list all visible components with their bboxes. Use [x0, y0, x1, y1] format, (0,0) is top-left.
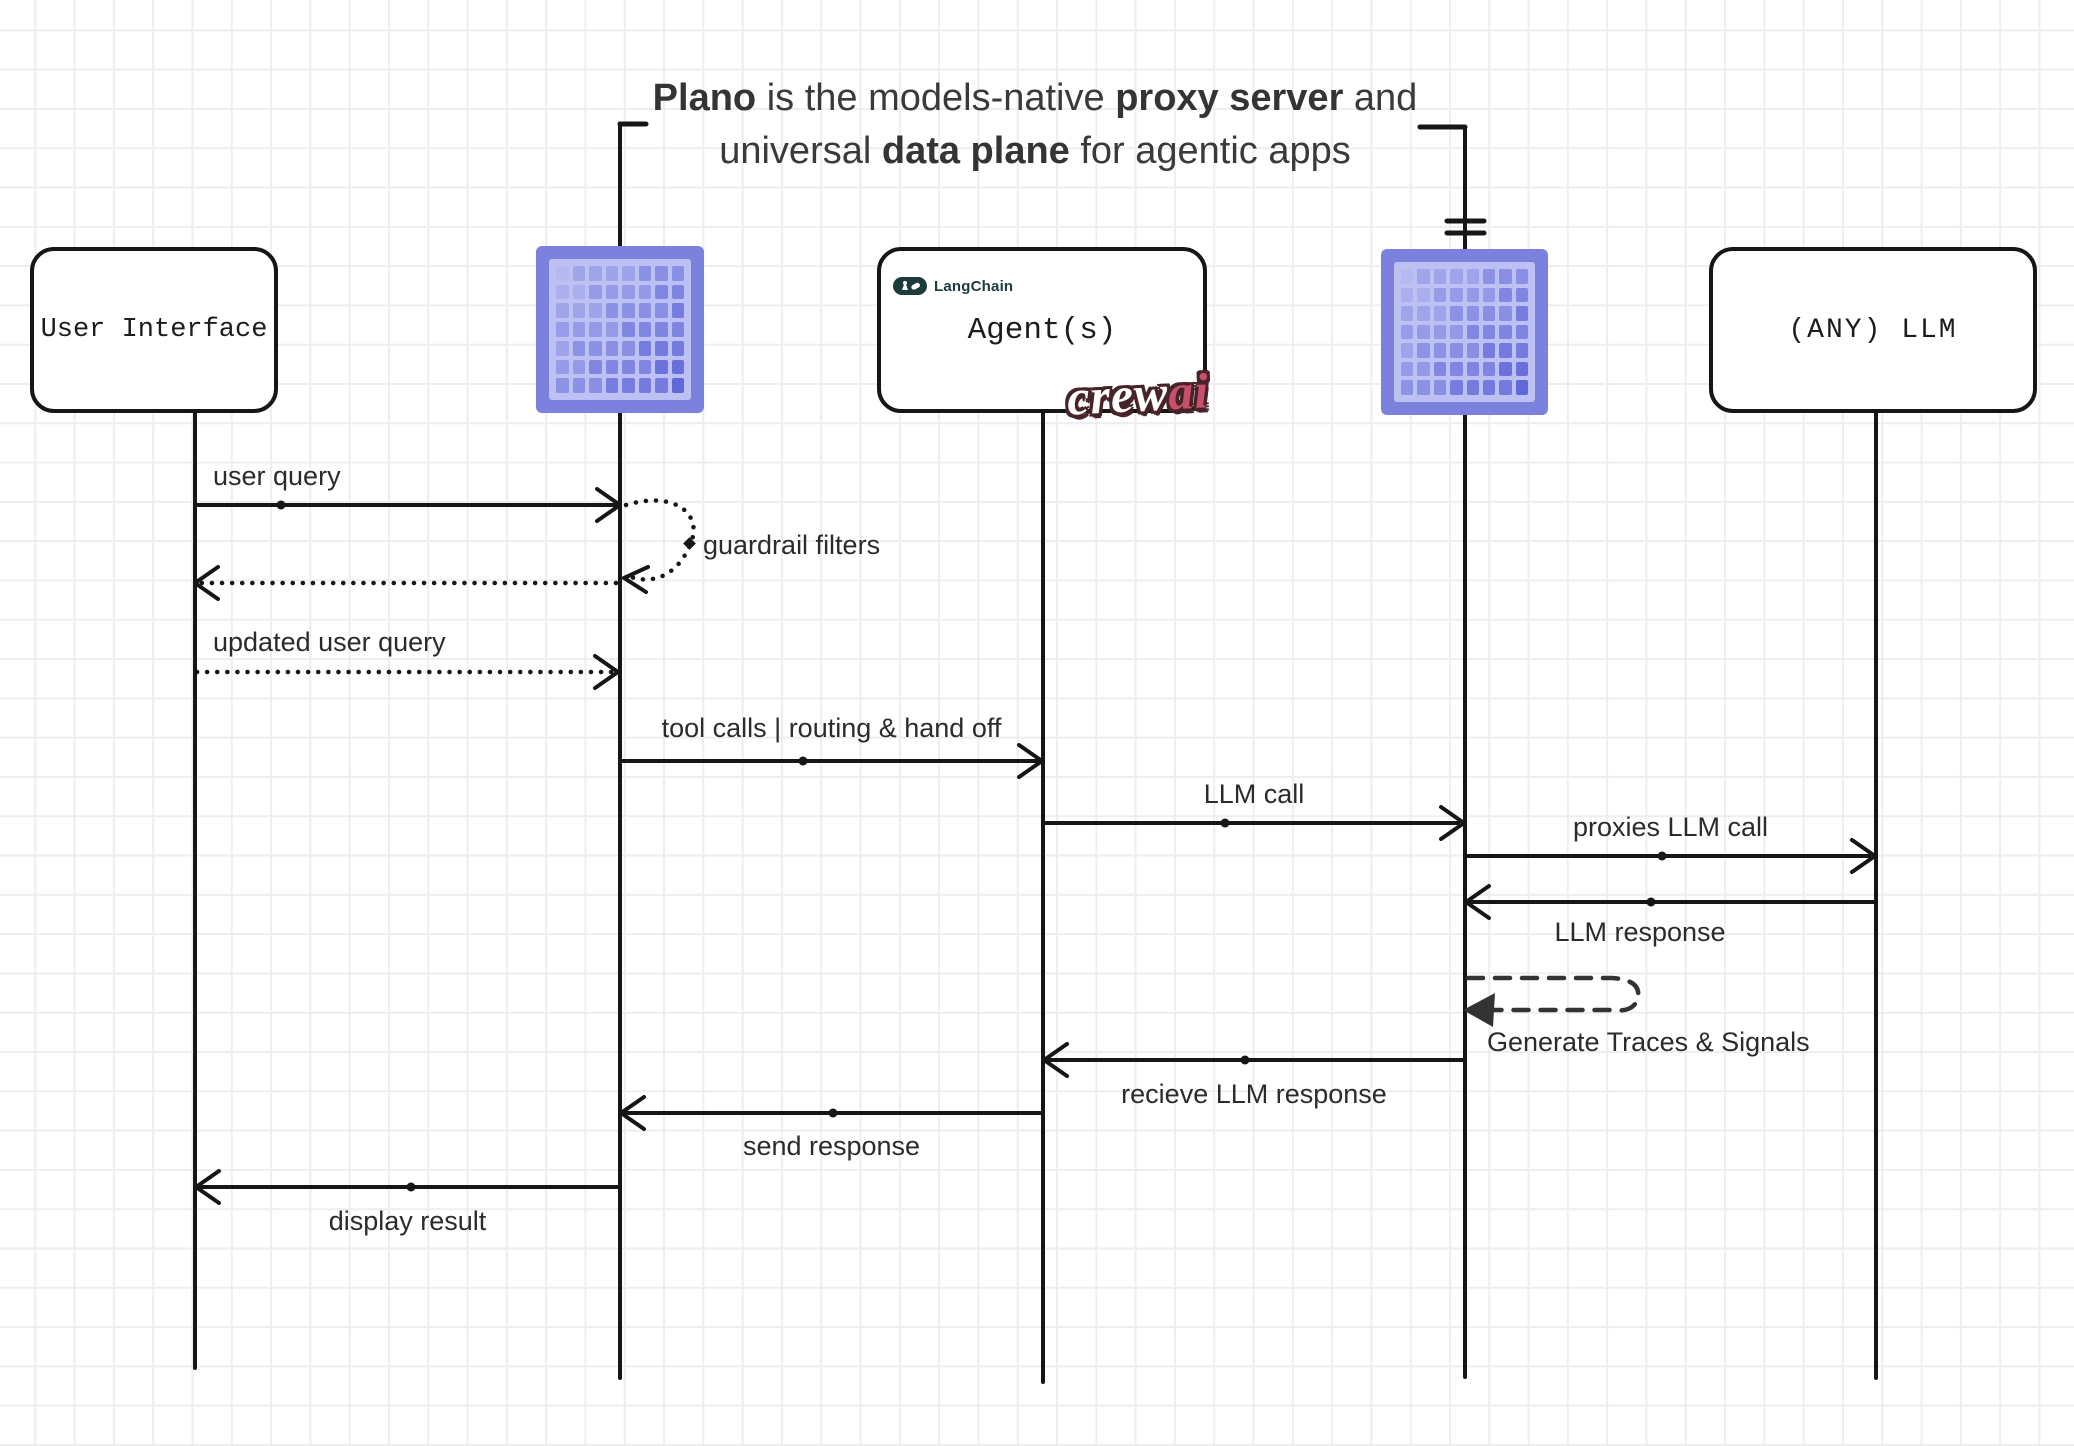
actor-any-llm: (ANY) LLM — [1709, 247, 2037, 413]
lifeline-tick-marks — [1444, 218, 1487, 236]
label-llm-call: LLM call — [1203, 779, 1305, 809]
title-line-2: universal data plane for agentic apps — [719, 130, 1351, 172]
display-result-arrow — [194, 1169, 619, 1205]
crewai-crew-text: crew — [1065, 364, 1170, 426]
langchain-label: LangChain — [934, 277, 1014, 295]
plano-logo-icon — [1394, 262, 1535, 402]
updated-user-query-arrow — [194, 654, 620, 690]
label-user-query: user query — [213, 461, 341, 491]
label-llm-response: LLM response — [1554, 917, 1726, 947]
label-recieve-llm-response: recieve LLM response — [1121, 1079, 1387, 1109]
llm-call-arrow — [1042, 805, 1466, 841]
actor-plano-proxy-2 — [1381, 249, 1548, 415]
actor-plano-proxy-1 — [536, 246, 704, 413]
label-display-result: display result — [328, 1206, 487, 1236]
crewai-ai-text: ai — [1166, 362, 1211, 421]
actor-any-llm-label: (ANY) LLM — [1788, 314, 1958, 346]
generate-traces-loop — [1463, 975, 1641, 1027]
user-query-arrow — [194, 487, 622, 523]
label-tool-calls: tool calls | routing & hand off — [661, 713, 1002, 743]
langchain-parrot-icon — [893, 277, 927, 295]
actor-user-interface-label: User Interface — [40, 315, 268, 345]
label-proxies-llm-call: proxies LLM call — [1572, 812, 1769, 842]
guardrail-return-arrow — [193, 565, 619, 601]
llm-response-arrow — [1464, 884, 1876, 920]
proxies-llm-call-arrow — [1464, 838, 1877, 874]
label-generate-traces: Generate Traces & Signals — [1487, 1027, 1810, 1057]
tool-calls-arrow — [618, 743, 1044, 779]
label-updated-user-query: updated user query — [213, 627, 446, 657]
send-response-arrow — [619, 1095, 1042, 1131]
actor-user-interface: User Interface — [30, 247, 278, 413]
guardrail-filters-loop — [622, 498, 696, 594]
diagram-title: Plano is the models-native proxy server … — [540, 72, 1530, 178]
crewai-logo: crewai — [1065, 361, 1211, 426]
langchain-logo: LangChain — [893, 277, 1013, 295]
title-line-1: Plano is the models-native proxy server … — [652, 77, 1418, 119]
label-send-response: send response — [742, 1131, 921, 1161]
label-guardrail-filters: guardrail filters — [703, 530, 881, 560]
actor-agents: LangChain Agent(s) crewai — [877, 247, 1210, 426]
recieve-llm-response-arrow — [1042, 1042, 1465, 1078]
plano-logo-icon — [549, 259, 691, 400]
actor-agents-label: Agent(s) — [967, 312, 1117, 348]
